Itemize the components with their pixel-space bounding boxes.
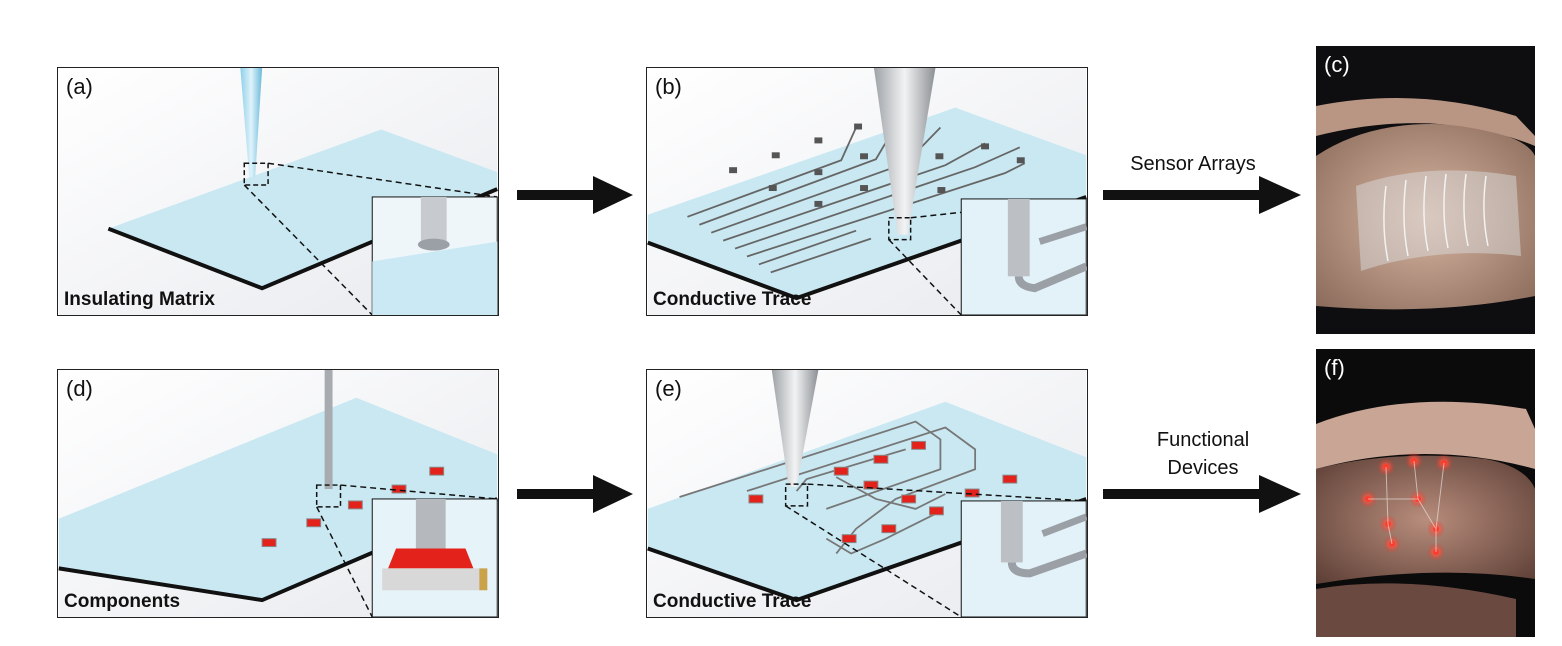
functional-devices-line2: Devices [1167,457,1239,479]
panel-label: (b) [655,74,682,99]
sensor-arrays-label: Sensor Arrays [1130,153,1256,175]
functional-devices-label: Functional Devices [1103,426,1303,482]
panel-f-photo: (f) [1316,349,1535,637]
panel-caption: Insulating Matrix [64,289,215,310]
panel-caption: Conductive Trace [653,289,812,310]
panel-a: (a) Insulating Matrix [57,67,499,316]
nozzle-icon [873,68,936,235]
panel-d-illustration [58,370,498,617]
led-components [261,466,445,548]
panel-caption: Components [64,591,181,612]
finger-sensor-array-photo [1316,46,1535,334]
inset-b [960,198,1087,315]
nozzle-icon [771,370,819,488]
panel-label: (a) [66,74,93,99]
sensor-pads [729,123,1025,207]
panel-label: (e) [655,376,682,401]
functional-devices-line1: Functional [1156,429,1250,451]
led-components [748,440,1018,544]
nozzle-icon [240,68,263,178]
sensor-array [1383,173,1489,262]
inset-d [371,498,498,617]
arrow-d-to-e [517,475,633,513]
conductive-traces [679,420,977,555]
panel-c-photo: (c) [1316,46,1535,334]
arrow-a-to-b [517,176,633,214]
substrate [647,401,1087,601]
inset-e [960,500,1087,617]
panel-b: (b) Conductive Trace [646,67,1088,316]
panel-a-illustration [58,68,498,315]
pick-tool-icon [324,370,333,490]
panel-e: (e) Conductive Trace [646,369,1088,618]
substrate [58,397,498,601]
inset-a [371,196,498,315]
panel-e-illustration [647,370,1087,617]
finger-led-device-photo [1316,349,1535,637]
panel-label: (d) [66,376,93,401]
panel-caption: Conductive Trace [653,591,812,612]
panel-d: (d) Components [57,369,499,618]
substrate [108,129,498,289]
panel-label: (c) [1324,52,1350,77]
arrow-e-to-f [1103,475,1301,513]
arrow-b-to-c [1103,176,1301,214]
panel-b-illustration [647,68,1087,315]
panel-label: (f) [1324,355,1345,380]
